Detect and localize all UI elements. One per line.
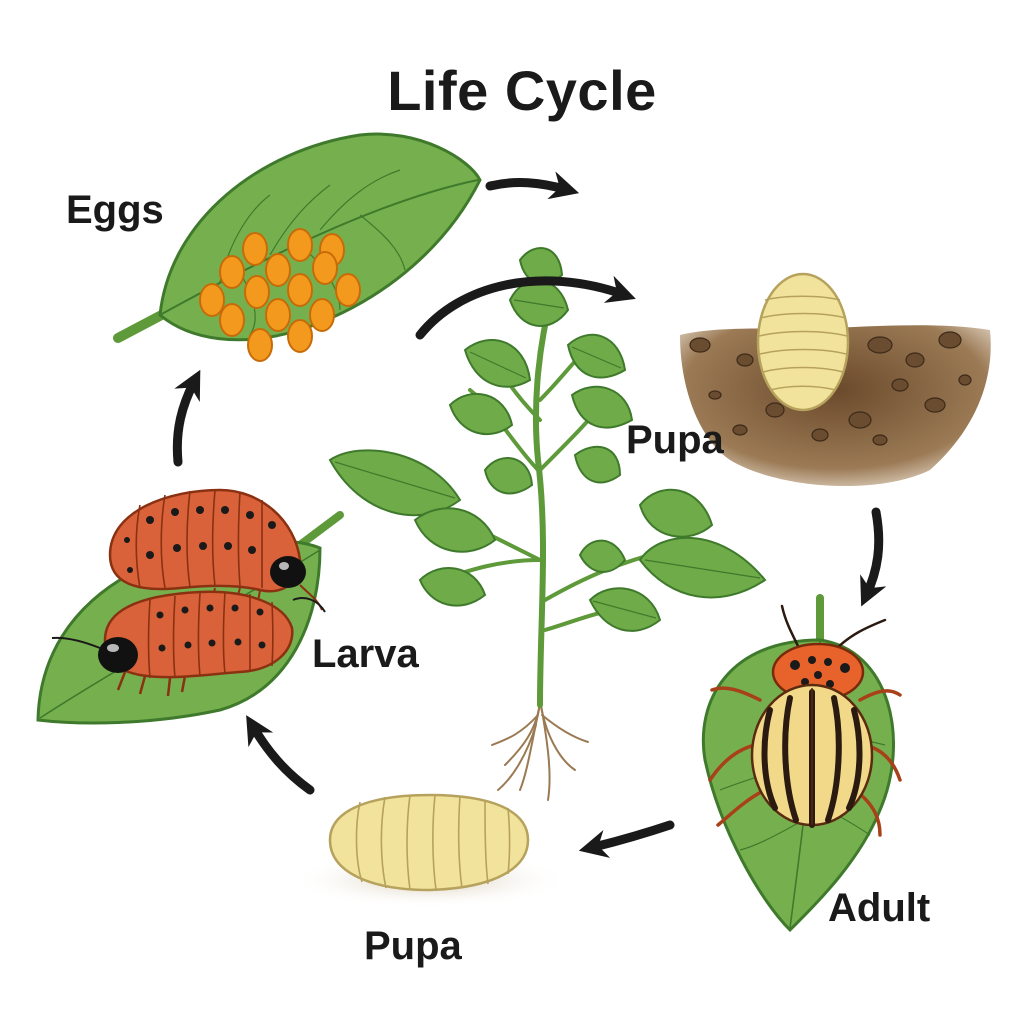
arrow-pupa-bottom-to-larva: [246, 715, 315, 795]
cycle-arrows: [172, 171, 887, 858]
larva-lower: [51, 590, 326, 697]
larva-upper: [108, 488, 323, 611]
plant-stem: [532, 292, 555, 708]
arrow-center-to-pupa-top: [415, 275, 636, 340]
soil-pebbles: [689, 331, 972, 446]
arrow-pupa-top-to-adult: [860, 507, 887, 607]
bottom-pupa: [328, 793, 530, 892]
adult-beetle-illustration: [701, 594, 902, 933]
stage-label-eggs: Eggs: [66, 188, 164, 232]
eggs-illustration: [113, 132, 482, 362]
stage-label-pupa-bottom: Pupa: [364, 924, 462, 968]
egg-cluster: [199, 228, 361, 362]
arrow-adult-to-pupa-bottom: [578, 820, 675, 858]
pupa-illustration: [290, 793, 570, 908]
soil-pupa: [756, 272, 850, 412]
larva-leaf-stem: [296, 511, 344, 549]
stage-label-larva: Larva: [312, 632, 419, 676]
larva-illustration: [36, 488, 344, 725]
plant-roots: [491, 699, 589, 801]
diagram-title: Life Cycle: [387, 59, 657, 122]
stage-label-adult: Adult: [828, 886, 931, 930]
stage-label-pupa-top: Pupa: [626, 418, 724, 462]
arrow-eggs-to-pupa-top: [485, 171, 580, 200]
arrow-larva-to-eggs: [172, 369, 201, 467]
potato-plant-illustration: [328, 247, 767, 801]
pupa-in-soil-illustration: [680, 272, 991, 487]
